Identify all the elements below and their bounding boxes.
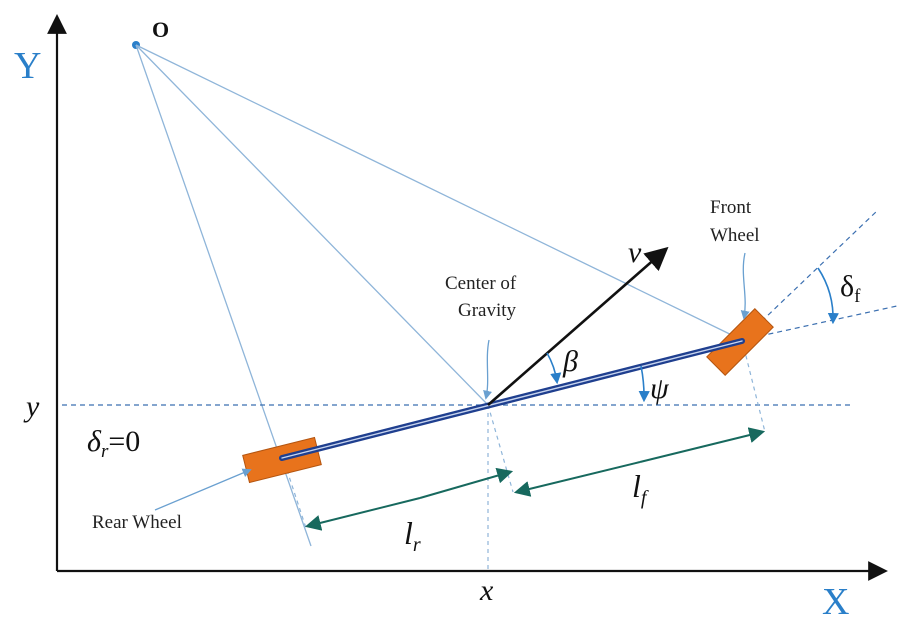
- cg-perpendicular-line: [487, 404, 514, 493]
- lr-dimension-arrow-right: [419, 467, 514, 499]
- velocity-vector: [487, 246, 669, 406]
- x-axis-label: X: [822, 581, 849, 623]
- cg-pointer: [483, 339, 493, 400]
- rear-perpendicular-line: [281, 454, 307, 529]
- vehicle-body-highlight: [281, 340, 743, 459]
- psi-angle-arc: [638, 365, 650, 403]
- lf-label: lf: [632, 468, 649, 509]
- beta-angle-arc: [546, 352, 562, 385]
- front-wheel-label-line1: Front: [710, 197, 752, 218]
- rear-wheel-label: Rear Wheel: [92, 512, 182, 533]
- lr-label: lr: [404, 515, 421, 556]
- y-coordinate-label: y: [23, 390, 40, 423]
- guide-line-front: [135, 44, 743, 341]
- guide-line-cg: [135, 44, 489, 406]
- origin-label: O: [152, 17, 169, 42]
- center-of-gravity-label-line1: Center of: [445, 273, 517, 294]
- lf-dimension-arrow-left: [513, 461, 641, 497]
- center-of-gravity-label-line2: Gravity: [458, 300, 517, 321]
- front-wheel-pointer: [740, 252, 750, 320]
- velocity-label: v: [628, 236, 642, 269]
- rear-steer-label: δr=0: [87, 425, 140, 462]
- x-coordinate-label: x: [479, 574, 494, 607]
- lf-dimension-arrow-right: [639, 427, 766, 463]
- y-axis-label: Y: [14, 45, 41, 87]
- psi-label: ψ: [650, 372, 670, 405]
- beta-label: β: [562, 345, 578, 378]
- front-wheel-label-line2: Wheel: [710, 225, 760, 246]
- delta-f-angle-arc: [817, 267, 839, 325]
- lr-dimension-arrow-left: [304, 497, 421, 531]
- front-steer-label: δf: [840, 270, 861, 307]
- rear-wheel-pointer: [154, 468, 252, 511]
